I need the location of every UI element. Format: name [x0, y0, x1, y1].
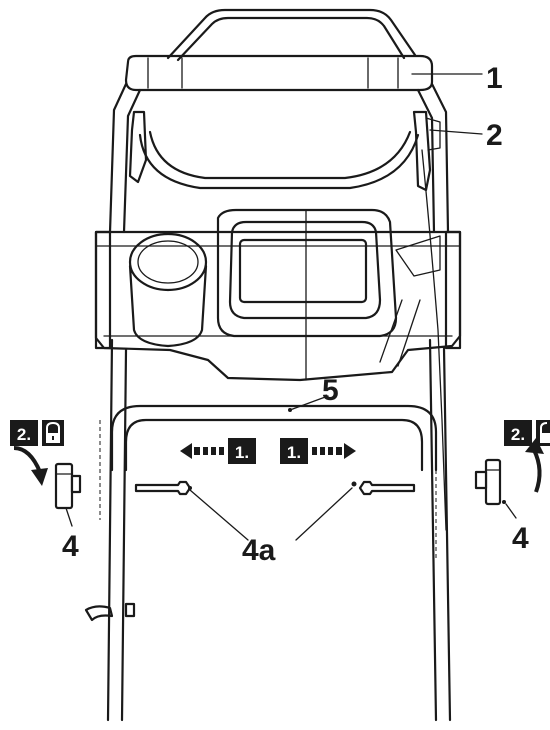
knob-right [474, 458, 506, 506]
knob-left [54, 462, 82, 510]
dashed-arrow-left-icon [180, 443, 224, 459]
dashed-arrow-right-icon [312, 443, 356, 459]
upper-handle [108, 8, 450, 234]
curved-arrow-up-icon [525, 438, 544, 493]
callout-2: 2 [486, 119, 503, 152]
padlock-icon [42, 420, 64, 446]
callout-4-left: 4 [62, 530, 79, 563]
callout-1: 1 [486, 62, 503, 95]
leader-lines [65, 73, 517, 541]
curved-arrow-down-icon [13, 446, 48, 486]
step-badge-1-right: 1. [280, 438, 308, 464]
callout-4a: 4a [242, 534, 276, 567]
step-label: 2. [511, 425, 525, 444]
step-badge-2-left: 2. [10, 420, 38, 446]
step-label: 2. [17, 425, 31, 444]
lower-handle [84, 149, 452, 722]
control-panel [94, 208, 462, 382]
step-label: 1. [287, 443, 301, 462]
callout-5: 5 [322, 374, 339, 407]
bolt-right [351, 480, 416, 496]
callout-4-right: 4 [512, 522, 529, 555]
bolt-left [134, 480, 192, 496]
step-badge-2-right: 2. [504, 420, 532, 446]
step-badge-1-left: 1. [228, 438, 256, 464]
step-label: 1. [235, 443, 249, 462]
padlock-icon [536, 420, 550, 446]
